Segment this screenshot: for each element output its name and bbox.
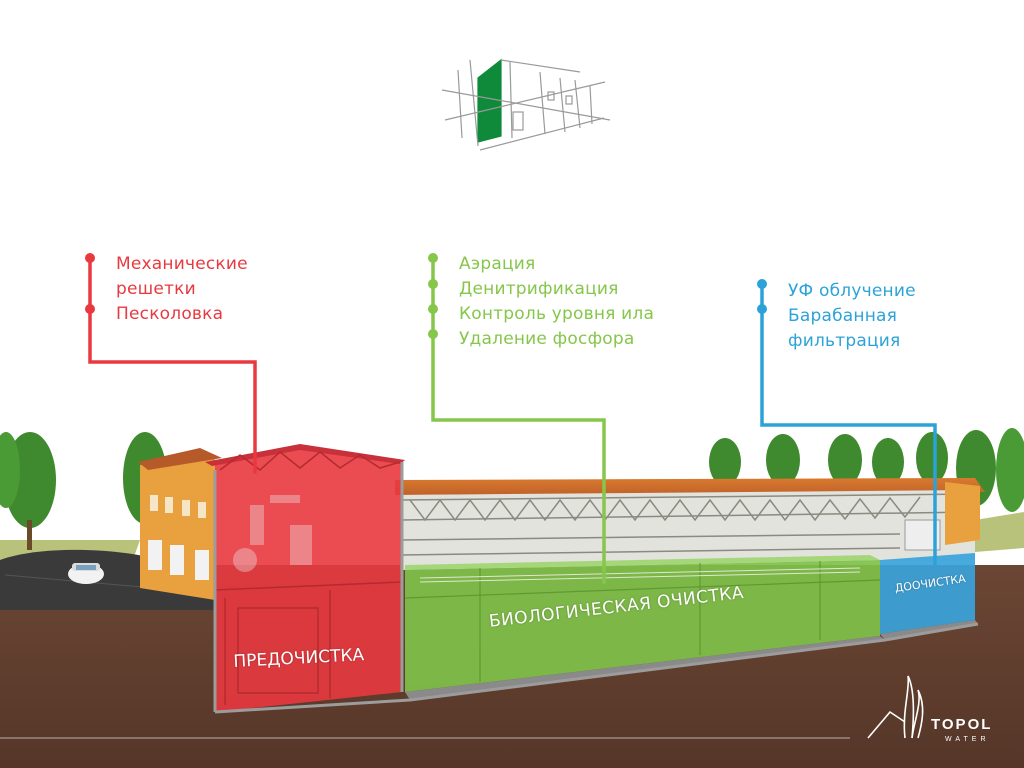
building-sketch-icon	[441, 58, 611, 151]
callout-line: Аэрация	[459, 254, 536, 274]
callout-line: решетки	[116, 279, 196, 299]
post-treatment-tank	[880, 553, 975, 634]
callout-line: Песколовка	[116, 304, 224, 324]
car-icon	[68, 563, 104, 584]
callout-pretreatment: Механические решетки Песколовка	[116, 252, 248, 327]
callout-dots	[85, 253, 767, 339]
pretreatment-building	[215, 448, 402, 712]
hall-roof	[395, 478, 985, 495]
callout-line: Механические	[116, 254, 248, 274]
tree-icon	[0, 428, 1024, 550]
callout-line: УФ облучение	[788, 281, 916, 301]
topol-tree-icon	[867, 675, 924, 739]
callout-line: фильтрация	[788, 331, 901, 351]
callout-biological: Аэрация Денитрификация Контроль уровня и…	[459, 252, 654, 352]
callout-post-treatment: УФ облучение Барабанная фильтрация	[788, 279, 916, 354]
brand-sub: WATER	[945, 736, 990, 743]
grass-right	[975, 512, 1024, 552]
callout-line: Барабанная	[788, 306, 898, 326]
callout-line: Удаление фосфора	[459, 329, 635, 349]
hall-wall	[400, 490, 975, 570]
roof-trusses	[399, 493, 976, 556]
admin-building	[138, 448, 222, 600]
callout-line: Контроль уровня ила	[459, 304, 655, 324]
callout-line: Денитрификация	[459, 279, 619, 299]
brand-name: TOPOL	[931, 716, 993, 733]
